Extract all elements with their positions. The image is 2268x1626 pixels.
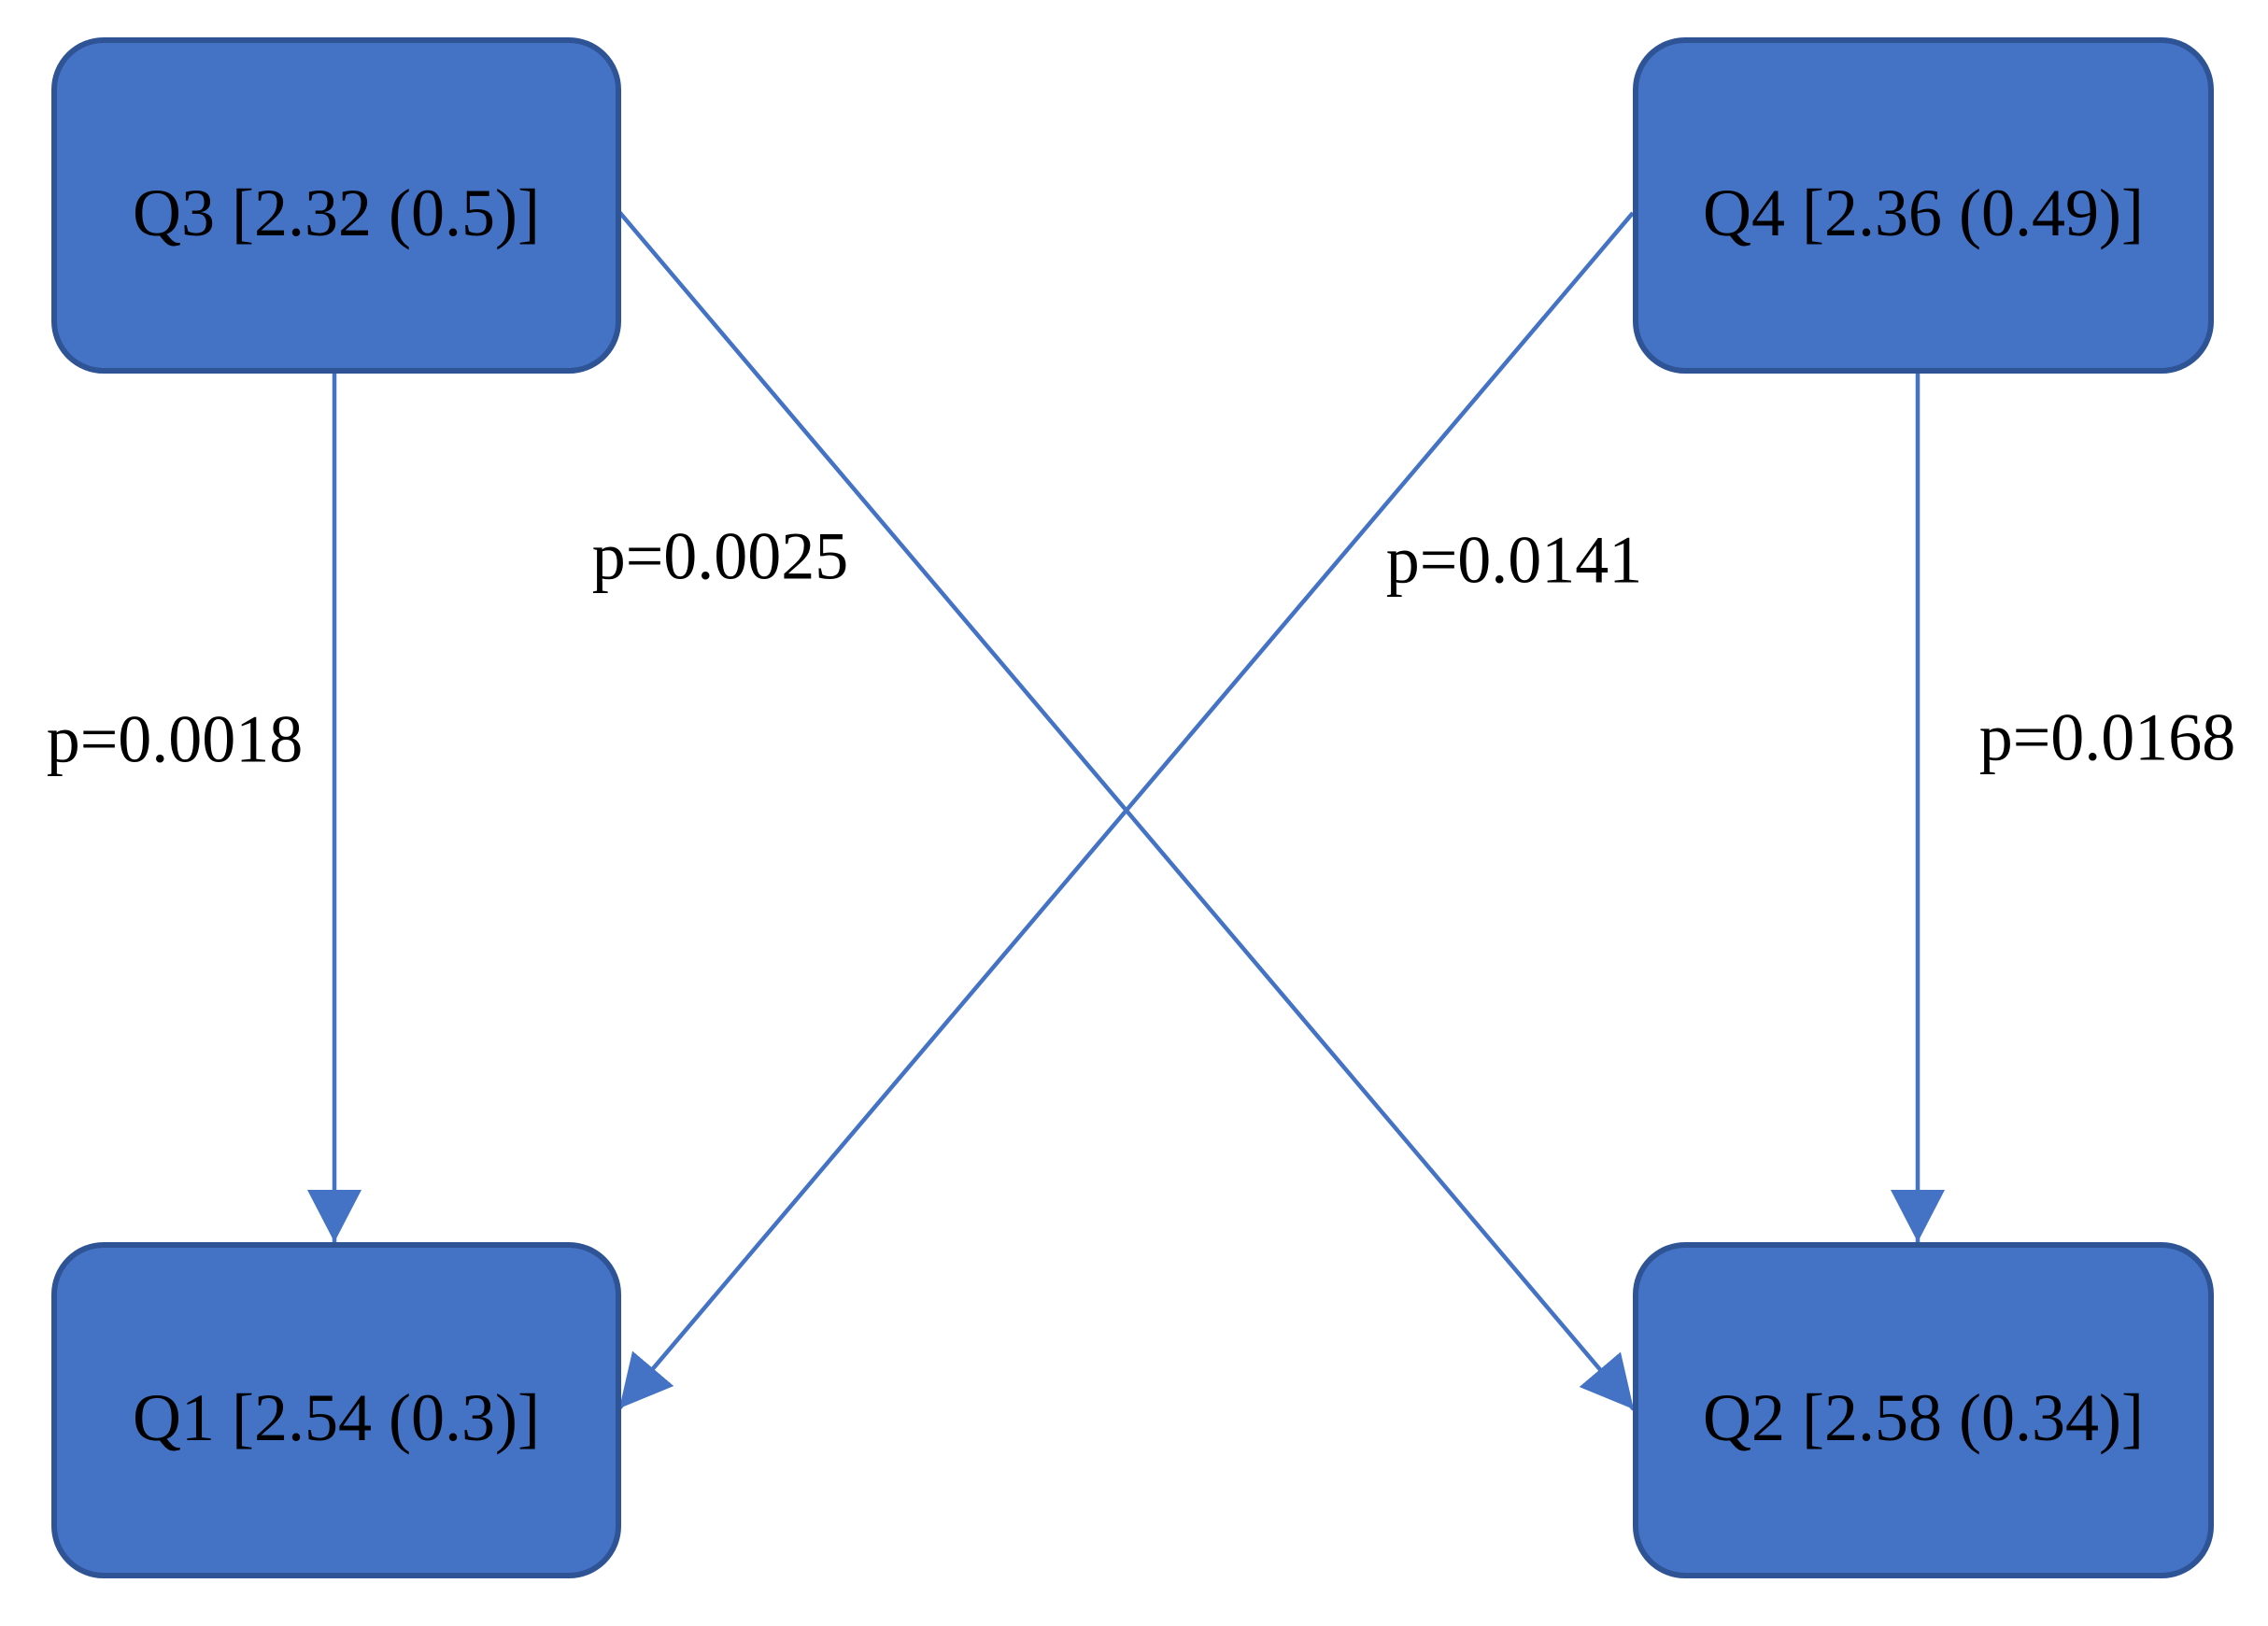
node-q2-label: Q2 [2.58 (0.34)]	[1703, 1379, 2144, 1455]
node-q3-label: Q3 [2.32 (0.5)]	[133, 175, 540, 250]
node-q3: Q3 [2.32 (0.5)]	[51, 37, 621, 374]
edge-q4-q1-arrow	[617, 211, 1635, 1410]
edge-label-q3-q2: p=0.0025	[591, 518, 849, 594]
node-q4: Q4 [2.36 (0.49)]	[1633, 37, 2214, 374]
edge-label-q4-q2: p=0.0168	[1978, 700, 2236, 775]
node-q2: Q2 [2.58 (0.34)]	[1633, 1242, 2214, 1578]
node-q4-label: Q4 [2.36 (0.49)]	[1703, 175, 2144, 250]
edge-label-q3-q1: p=0.0018	[46, 701, 304, 777]
node-q1: Q1 [2.54 (0.3)]	[51, 1242, 621, 1578]
edge-label-q4-q1: p=0.0141	[1385, 522, 1643, 598]
node-q1-label: Q1 [2.54 (0.3)]	[133, 1379, 540, 1455]
